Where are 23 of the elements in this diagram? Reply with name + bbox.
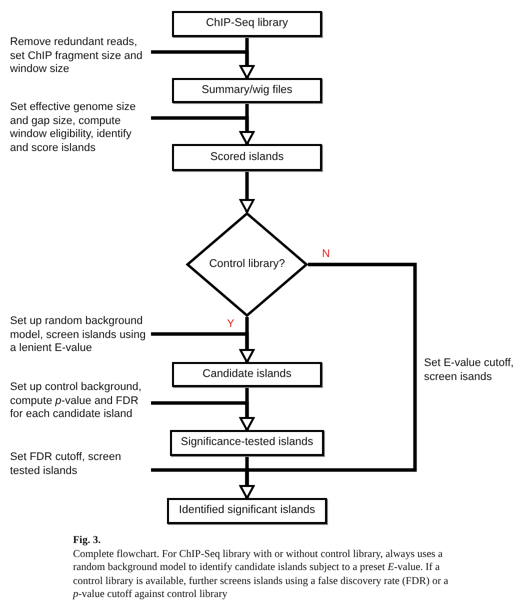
step-note: Set effective genome size and gap size, compute window eligibility, identify and score islands [10, 101, 151, 155]
figure-number: Fig. 3. [73, 534, 102, 548]
side-note: Set E-value cutoff, screen isands [424, 357, 515, 384]
process-box: ChIP-Seq library [172, 11, 322, 37]
edge-label: Y [226, 318, 236, 330]
flow-arrow [151, 401, 254, 431]
step-note: Set up control background, compute p-value and FDR for each candidate island [10, 381, 151, 422]
process-box: Identified significant islands [167, 498, 327, 524]
step-note: Remove redundant reads, set ChIP fragment size and window size [10, 36, 151, 76]
decision-diamond: Control library? [186, 212, 308, 317]
process-box: Candidate islands [172, 362, 322, 387]
step-note: Set up random background model, screen islands using a lenient E-value [10, 315, 151, 356]
edge-label: N [321, 248, 331, 260]
flow-arrow [240, 171, 254, 213]
figure-caption: Complete flowchart. For ChIP-Seq library with or without control library, always uses a random background model to identify candidate islands subject to a preset E-value. If a control library is available, further screens islands using a false discovery rate (FDR) or a p-value cutoff against control library [73, 548, 450, 602]
process-box: Significance-tested islands [170, 430, 324, 456]
flow-arrow [240, 262, 417, 499]
process-box: Summary/wig files [172, 78, 322, 103]
step-note: Set FDR cutoff, screen tested islands [10, 451, 151, 478]
process-box: Scored islands [172, 144, 322, 171]
flow-arrow [151, 116, 254, 145]
flow-arrow [151, 332, 254, 363]
flow-arrow [151, 50, 254, 79]
